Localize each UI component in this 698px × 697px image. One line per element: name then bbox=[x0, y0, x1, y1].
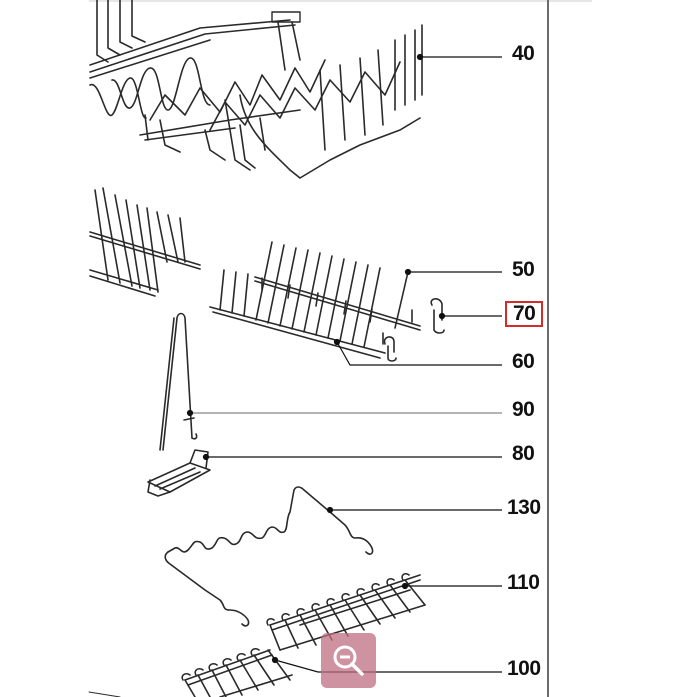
part-100-rack bbox=[181, 648, 293, 697]
callout-100: 100 bbox=[507, 657, 541, 680]
part-left-partial-rack bbox=[89, 187, 201, 297]
leader-lines bbox=[186, 53, 502, 673]
callout-60: 60 bbox=[512, 350, 535, 373]
part-130-wavy-wire bbox=[164, 486, 374, 627]
part-110-rack bbox=[266, 573, 426, 651]
zoom-out-button[interactable] bbox=[321, 633, 376, 688]
callout-40: 40 bbox=[512, 42, 535, 65]
part-40-basket-rack bbox=[89, 0, 423, 179]
part-50-60-cup-shelf bbox=[209, 241, 445, 362]
diagram-right-border bbox=[547, 0, 549, 697]
callout-50: 50 bbox=[512, 258, 535, 281]
zoom-out-icon bbox=[333, 645, 364, 676]
callout-130: 130 bbox=[507, 496, 541, 519]
callout-90: 90 bbox=[512, 398, 535, 421]
callout-80: 80 bbox=[512, 442, 535, 465]
callout-110: 110 bbox=[507, 571, 540, 594]
part-90-wire-hook bbox=[159, 312, 198, 451]
callout-70-highlighted[interactable]: 70 bbox=[505, 301, 544, 327]
part-80-clip bbox=[147, 449, 211, 497]
